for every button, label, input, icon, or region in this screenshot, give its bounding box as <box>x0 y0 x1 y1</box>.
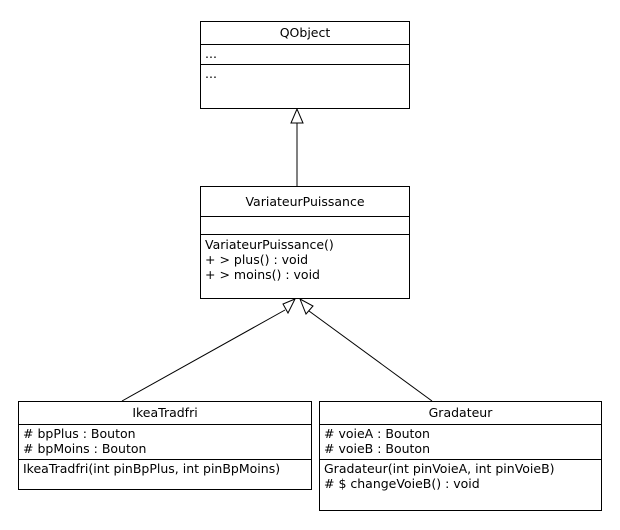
attribute-line: # voieB : Bouton <box>324 441 431 456</box>
class-ikea-tradfri[interactable]: IkeaTradfri # bpPlus : Bouton # bpMoins … <box>18 401 312 490</box>
generalization-arrowhead-ikea <box>282 298 297 315</box>
attribute-line: ... <box>205 46 217 61</box>
class-name-ikea-tradfri: IkeaTradfri <box>19 402 311 425</box>
edge-ikea-to-variateur <box>121 309 286 402</box>
class-qobject[interactable]: QObject ... ... <box>200 21 410 109</box>
attributes-qobject: ... <box>201 45 409 65</box>
generalization-arrowhead-gradateur <box>299 297 314 315</box>
attribute-line: # bpMoins : Bouton <box>23 441 147 456</box>
attribute-line: # voieA : Bouton <box>324 426 430 441</box>
operations-variateur-puissance: VariateurPuissance() + > plus() : void +… <box>201 235 409 283</box>
operation-line: + > plus() : void <box>205 252 309 267</box>
attributes-ikea-tradfri: # bpPlus : Bouton # bpMoins : Bouton <box>19 425 311 460</box>
operations-qobject: ... <box>201 65 409 82</box>
operation-line: IkeaTradfri(int pinBpPlus, int pinBpMoin… <box>23 461 281 476</box>
operations-ikea-tradfri: IkeaTradfri(int pinBpPlus, int pinBpMoin… <box>19 460 311 477</box>
attributes-gradateur: # voieA : Bouton # voieB : Bouton <box>320 425 601 460</box>
attribute-line: # bpPlus : Bouton <box>23 426 136 441</box>
class-name-variateur-puissance: VariateurPuissance <box>201 187 409 217</box>
operation-line: + > moins() : void <box>205 267 320 282</box>
generalization-arrowhead-qobject <box>290 107 304 124</box>
operation-line: # $ changeVoieB() : void <box>324 476 480 491</box>
class-gradateur[interactable]: Gradateur # voieA : Bouton # voieB : Bou… <box>319 401 602 511</box>
edge-gradateur-to-variateur <box>308 310 433 402</box>
class-variateur-puissance[interactable]: VariateurPuissance VariateurPuissance() … <box>200 186 410 299</box>
operation-line: ... <box>205 66 217 81</box>
class-name-qobject: QObject <box>201 22 409 45</box>
operation-line: VariateurPuissance() <box>205 237 334 252</box>
class-name-gradateur: Gradateur <box>320 402 601 425</box>
attributes-variateur-puissance <box>201 217 409 235</box>
operation-line: Gradateur(int pinVoieA, int pinVoieB) <box>324 461 555 476</box>
operations-gradateur: Gradateur(int pinVoieA, int pinVoieB) # … <box>320 460 601 492</box>
